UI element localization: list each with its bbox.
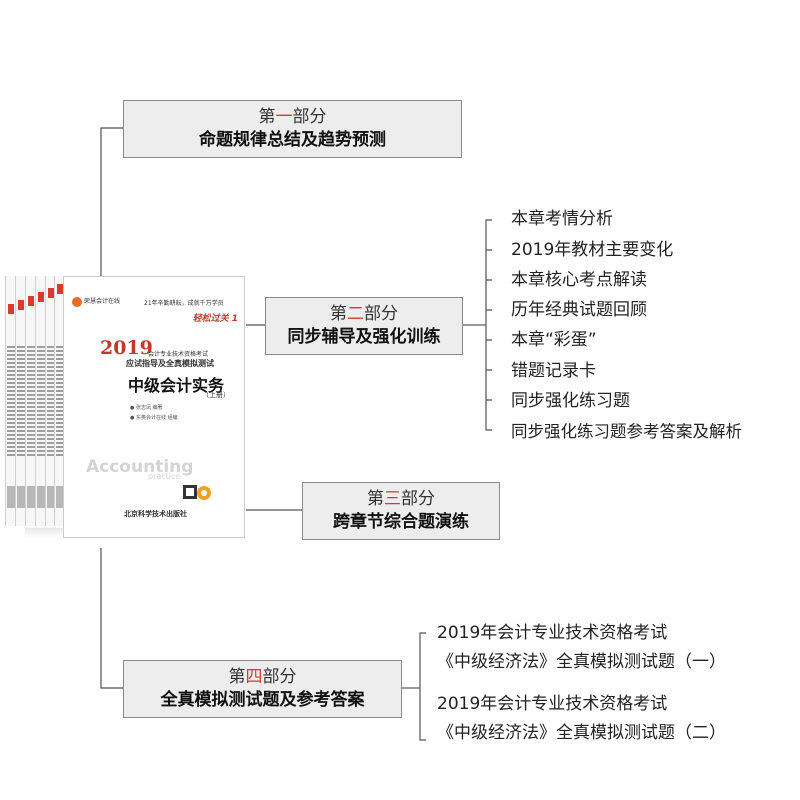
part-2-title: 同步辅导及强化训练 xyxy=(287,327,441,347)
part-4-box: 第四部分 全真模拟测试题及参考答案 xyxy=(123,660,402,718)
part-2-number: 第二部分 xyxy=(330,304,398,324)
part-4-title: 全真模拟测试题及参考答案 xyxy=(160,690,365,710)
book-title: 中级会计实务 xyxy=(128,376,225,395)
book-press: 北京科学技术出版社 xyxy=(124,510,187,518)
part4-item-1-line2: 《中级经济法》全真模拟测试题（一） xyxy=(437,652,726,672)
part2-item: 错题记录卡 xyxy=(511,361,596,381)
part4-item-2-line1: 2019年会计专业技术资格考试 xyxy=(437,694,668,714)
book-slogan: 21年辛勤耕耘，成就千万学员 xyxy=(144,300,224,307)
book-subtitle-2: 应试指导及全真模拟测试 xyxy=(126,359,214,368)
part2-item: 本章“彩蛋” xyxy=(511,330,597,350)
book-brand: 轻松过关 1 xyxy=(192,314,238,324)
part-1-title: 命题规律总结及趋势预测 xyxy=(199,130,386,150)
book-volume: （上册） xyxy=(202,391,230,399)
book-watermark-2: practice xyxy=(148,472,181,481)
part2-item: 同步强化练习题 xyxy=(511,391,630,411)
part2-item: 本章核心考点解读 xyxy=(511,270,647,290)
part-3-box: 第三部分 跨章节综合题演练 xyxy=(302,482,500,540)
part2-item: 历年经典试题回顾 xyxy=(511,300,647,320)
book-author-1: ● 张志凤 编著 xyxy=(130,405,163,411)
book-cover: 荣慧会计在线 21年辛勤耕耘，成就千万学员 轻松过关 1 2019 会计专业技术… xyxy=(63,276,245,538)
part2-item: 本章考情分析 xyxy=(511,209,613,229)
part4-item-1-line1: 2019年会计专业技术资格考试 xyxy=(437,623,668,643)
part-1-number: 第一部分 xyxy=(258,107,327,127)
book-year: 2019 xyxy=(100,337,153,359)
part-3-number: 第三部分 xyxy=(367,489,435,509)
book-stack-image: 荣慧会计在线 21年辛勤耕耘，成就千万学员 轻松过关 1 2019 会计专业技术… xyxy=(5,276,245,538)
part4-item-2-line2: 《中级经济法》全真模拟测试题（二） xyxy=(437,723,726,743)
part2-item: 2019年教材主要变化 xyxy=(511,240,674,260)
part-4-number: 第四部分 xyxy=(228,667,297,687)
book-subtitle-1: 会计专业技术资格考试 xyxy=(148,351,209,358)
qr-badge-icon xyxy=(183,485,211,500)
book-watermark: Accounting xyxy=(86,457,194,477)
part-1-box: 第一部分 命题规律总结及趋势预测 xyxy=(123,100,462,158)
part-3-title: 跨章节综合题演练 xyxy=(333,512,469,532)
book-author-2: ● 东奥会计在线 组编 xyxy=(130,415,178,421)
part-2-box: 第二部分 同步辅导及强化训练 xyxy=(265,297,463,355)
publisher-logo-icon xyxy=(72,297,82,307)
part2-item: 同步强化练习题参考答案及解析 xyxy=(511,422,742,441)
book-publisher: 荣慧会计在线 xyxy=(84,298,121,305)
